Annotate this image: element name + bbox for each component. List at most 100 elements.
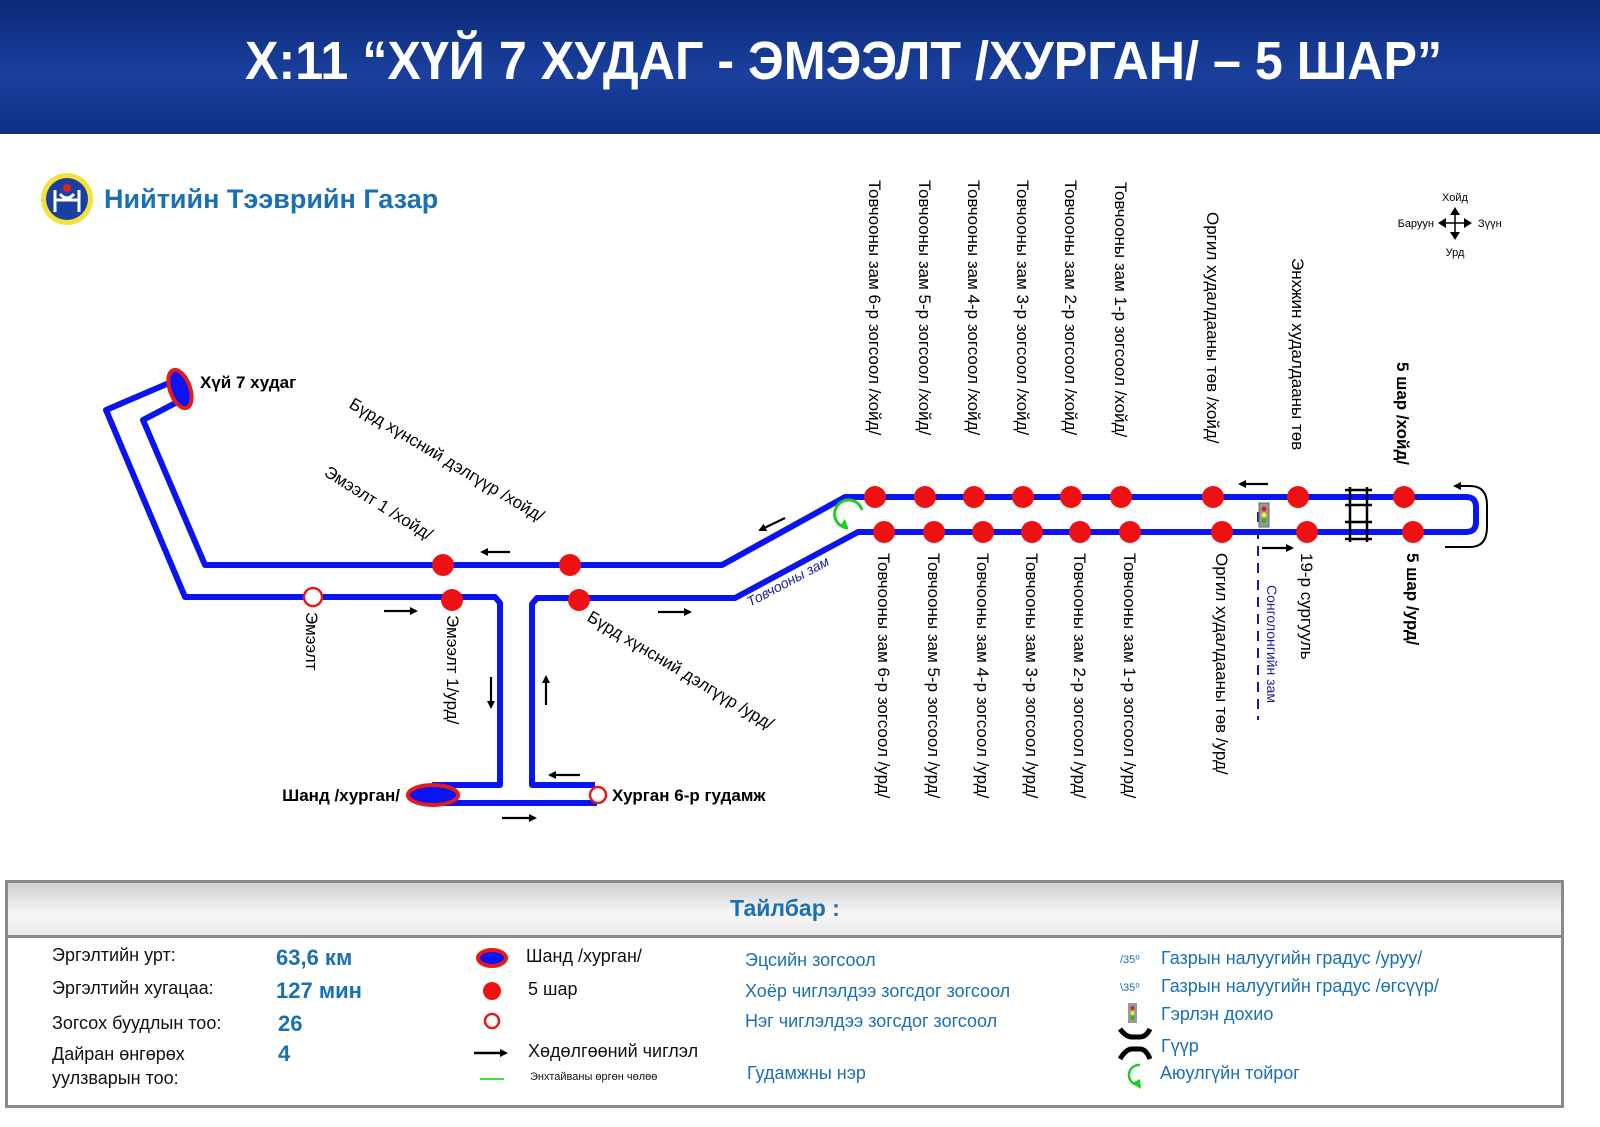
stop-label-emeelt1-north: Эмээлт 1 /хойд/ [321, 462, 436, 544]
stop-label-bottom: Товчооны зам 4-р зогсоол /урд/ [973, 553, 992, 799]
street-label-tovchoo: Товчооны зам [744, 553, 832, 610]
stop-bottom-7[interactable] [1296, 521, 1318, 543]
stop-bottom-2[interactable] [972, 521, 994, 543]
stop-top-8[interactable] [1393, 486, 1415, 508]
stat-label-stops: Зогсох буудлын тоо: [52, 1013, 222, 1033]
terminal-label-khui7: Хүй 7 худаг [200, 373, 296, 392]
stop-bottom-3[interactable] [1021, 521, 1043, 543]
stop-label-bottom: Товчооны зам 3-р зогсоол /урд/ [1022, 553, 1041, 799]
stop-label-top: 5 шар /хойд/ [1393, 362, 1412, 465]
route-line-west-loop [103, 377, 503, 788]
stop-label-top: Товчооны зам 6-р зогсоол /хойд/ [865, 180, 884, 435]
safety-roundabout-icon [833, 498, 864, 530]
stop-label-top: Оргил худалдааны төв /хойд/ [1203, 212, 1222, 444]
legend-traffic-light: Гэрлэн дохио [1161, 1004, 1274, 1024]
legend-two-way-stop: Хоёр чиглэлдээ зогсдог зогсоол [745, 981, 1011, 1001]
stop-label-burd-south: Бүрд хүнсний дэлгүүр /урд/ [584, 607, 777, 734]
terminal-depot-icon[interactable] [406, 783, 460, 807]
legend-roundabout: Аюулгүйн тойрог [1160, 1063, 1300, 1083]
stop-bottom-8[interactable] [1402, 521, 1424, 543]
stop-emeelt1-north[interactable] [432, 554, 454, 576]
legend-bridge: Гүүр [1161, 1036, 1199, 1056]
header-banner: Х:11 “ХҮЙ 7 ХУДАГ - ЭМЭЭЛТ /ХУРГАН/ – 5 … [0, 0, 1600, 134]
u-turn-arrow-icon [1445, 482, 1488, 548]
compass-north: Хойд [1442, 192, 1468, 204]
route-line-main [140, 395, 1479, 788]
direction-arrows [384, 480, 1294, 822]
stop-top-0[interactable] [864, 486, 886, 508]
stop-label-bottom: Товчооны зам 5-р зогсоол /урд/ [924, 553, 943, 799]
legend-one-way-stop: Нэг чиглэлдээ зогсдог зогсоол [745, 1011, 998, 1031]
organization-name: Нийтийн Тээврийн Газар [104, 183, 439, 214]
bottom-stops: Товчооны зам 6-р зогсоол /урд/ Товчооны … [873, 521, 1424, 799]
bridge-icon [1118, 1027, 1153, 1061]
legend-depot-label: Шанд /хурган/ [526, 946, 642, 966]
stop-burd-north[interactable] [559, 554, 581, 576]
stop-top-1[interactable] [914, 486, 936, 508]
stop-label-top: Товчооны зам 1-р зогсоол /хойд/ [1111, 182, 1130, 437]
legend-panel: Тайлбар : Эргэлтийн урт: 63,6 км Эргэлти… [5, 880, 1564, 1108]
stop-label-top: Товчооны зам 3-р зогсоол /хойд/ [1013, 180, 1032, 435]
stat-value-duration: 127 мин [276, 978, 362, 1003]
terminal-label-depot: Шанд /хурган/ [282, 786, 400, 805]
traffic-light-icon [1128, 1003, 1137, 1023]
legend-slope-down: Газрын налуугийн градус /уруу/ [1161, 948, 1423, 968]
depot-symbol-icon [476, 948, 508, 968]
stop-top-4[interactable] [1060, 486, 1082, 508]
stop-bottom-6[interactable] [1211, 521, 1233, 543]
organization-emblem-icon [41, 173, 93, 225]
route-title: Х:11 “ХҮЙ 7 ХУДАГ - ЭМЭЭЛТ /ХУРГАН/ – 5 … [245, 31, 1443, 91]
one-way-stop-symbol-icon [483, 1012, 501, 1030]
roundabout-arrow-icon [1132, 1079, 1141, 1089]
stop-label-bottom: Оргил худалдааны төв /урд/ [1212, 553, 1231, 775]
stop-top-3[interactable] [1012, 486, 1034, 508]
stop-khurgan6-icon[interactable] [588, 785, 608, 805]
legend-street-name: Гудамжны нэр [747, 1063, 866, 1083]
stop-emeelt1-south[interactable] [441, 589, 463, 611]
legend-header: Тайлбар : [8, 883, 1561, 938]
stop-top-2[interactable] [963, 486, 985, 508]
stop-top-5[interactable] [1110, 486, 1132, 508]
direction-arrow-icon [758, 517, 786, 532]
bridge-icon [1345, 487, 1372, 542]
stop-label-top: Энхжин худалдааны төв [1288, 258, 1307, 450]
stop-emeelt[interactable] [302, 586, 324, 608]
stop-label-emeelt: Эмээлт [302, 612, 321, 671]
stop-top-6[interactable] [1202, 486, 1224, 508]
terminal-khui7-icon[interactable] [164, 367, 196, 411]
stop-label-bottom: Товчооны зам 2-р зогсоол /урд/ [1070, 553, 1089, 799]
two-way-stop-symbol-icon [483, 982, 501, 1000]
compass-rose: Хойд Урд Баруун Зүүн [1398, 192, 1502, 259]
legend-slope-up: Газрын налуугийн градус /өгсүүр/ [1161, 976, 1439, 996]
legend-direction-label: Хөдөлгөөний чиглэл [528, 1041, 699, 1061]
legend-title: Тайлбар : [730, 895, 840, 921]
stop-label-bottom: Товчооны зам 6-р зогсоол /урд/ [874, 553, 893, 799]
stat-value-intersections: 4 [278, 1041, 291, 1066]
route-map: Хойд Урд Баруун Зүүн Сонголонгийн зам То… [103, 180, 1502, 822]
legend-feature-icons [1118, 1003, 1153, 1089]
stat-value-length: 63,6 км [276, 945, 353, 970]
stop-label-top: Товчооны зам 5-р зогсоол /хойд/ [915, 180, 934, 435]
stop-label-khurgan6: Хурган 6-р гудамж [612, 786, 766, 805]
route-line [103, 377, 1479, 806]
stop-label-bottom: 19-р сургууль [1297, 553, 1316, 660]
stop-bottom-1[interactable] [923, 521, 945, 543]
stat-label-length: Эргэлтийн урт: [52, 945, 176, 965]
stat-value-stops: 26 [278, 1011, 303, 1036]
stat-label-intersections-1: Дайран өнгөрөх [52, 1044, 185, 1064]
stop-label-bottom: 5 шар /урд/ [1403, 553, 1422, 646]
legend-avenue-label: Энхтайваны өргөн чөлөө [530, 1071, 658, 1083]
roundabout-arrow-icon [840, 519, 848, 528]
stop-burd-south[interactable] [568, 589, 590, 611]
slope-down-mark-icon: /35⁰ [1120, 954, 1140, 966]
stop-top-7[interactable] [1287, 486, 1309, 508]
compass-east: Зүүн [1478, 218, 1502, 230]
stop-label-emeelt1-south: Эмээлт 1/урд/ [443, 615, 462, 725]
traffic-light-icon [1258, 502, 1270, 528]
stop-label-bottom: Товчооны зам 1-р зогсоол /урд/ [1120, 553, 1139, 799]
stop-bottom-5[interactable] [1119, 521, 1141, 543]
stop-bottom-4[interactable] [1069, 521, 1091, 543]
stop-bottom-0[interactable] [873, 521, 895, 543]
street-label-songino: Сонголонгийн зам [1264, 585, 1280, 703]
stat-label-duration: Эргэлтийн хугацаа: [52, 978, 214, 998]
